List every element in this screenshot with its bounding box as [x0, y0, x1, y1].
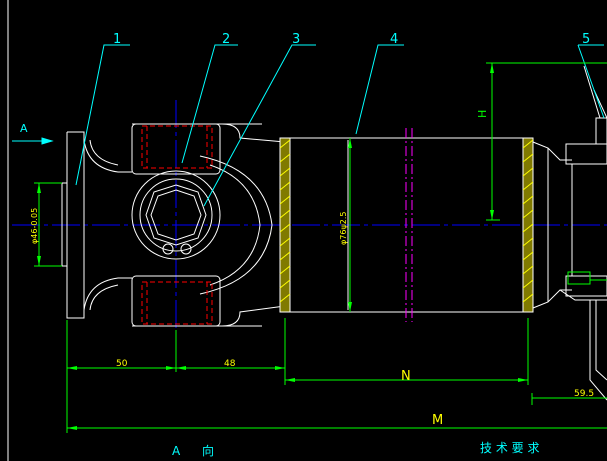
weld-ring-right: [522, 137, 534, 313]
slip-yoke-detail: [567, 271, 607, 285]
dim-m: M: [432, 413, 443, 428]
dim-bore-diameter: φ46-0.05: [30, 208, 39, 244]
bearing-hidden-lines: [141, 125, 213, 325]
part-number-2: 2: [222, 32, 230, 47]
part-number-1: 1: [113, 32, 121, 47]
slip-yoke-part: [532, 65, 607, 401]
dim-50: 50: [116, 359, 128, 369]
cross-hub-part: [131, 170, 221, 260]
break-lines: [405, 128, 413, 322]
view-arrow-a: [12, 137, 54, 145]
yoke-part: [131, 123, 286, 327]
tech-requirements-title: 技 术 要 求: [480, 441, 539, 455]
part-number-4: 4: [390, 32, 398, 47]
view-title: A 向: [172, 443, 214, 458]
dimension-lines: [34, 62, 607, 433]
weld-ring-left: [279, 137, 291, 313]
view-arrow-label: A: [20, 122, 28, 135]
dimension-arrows: [37, 63, 528, 430]
part-leaders: [75, 44, 605, 207]
dim-48: 48: [224, 359, 236, 369]
part-number-3: 3: [292, 32, 300, 47]
dim-h: H: [476, 110, 489, 118]
part-number-5: 5: [582, 32, 590, 47]
dim-tube-diameter: φ76ψ2.5: [339, 212, 348, 245]
dim-59-5: 59.5: [574, 389, 594, 399]
dim-n: N: [401, 369, 411, 384]
